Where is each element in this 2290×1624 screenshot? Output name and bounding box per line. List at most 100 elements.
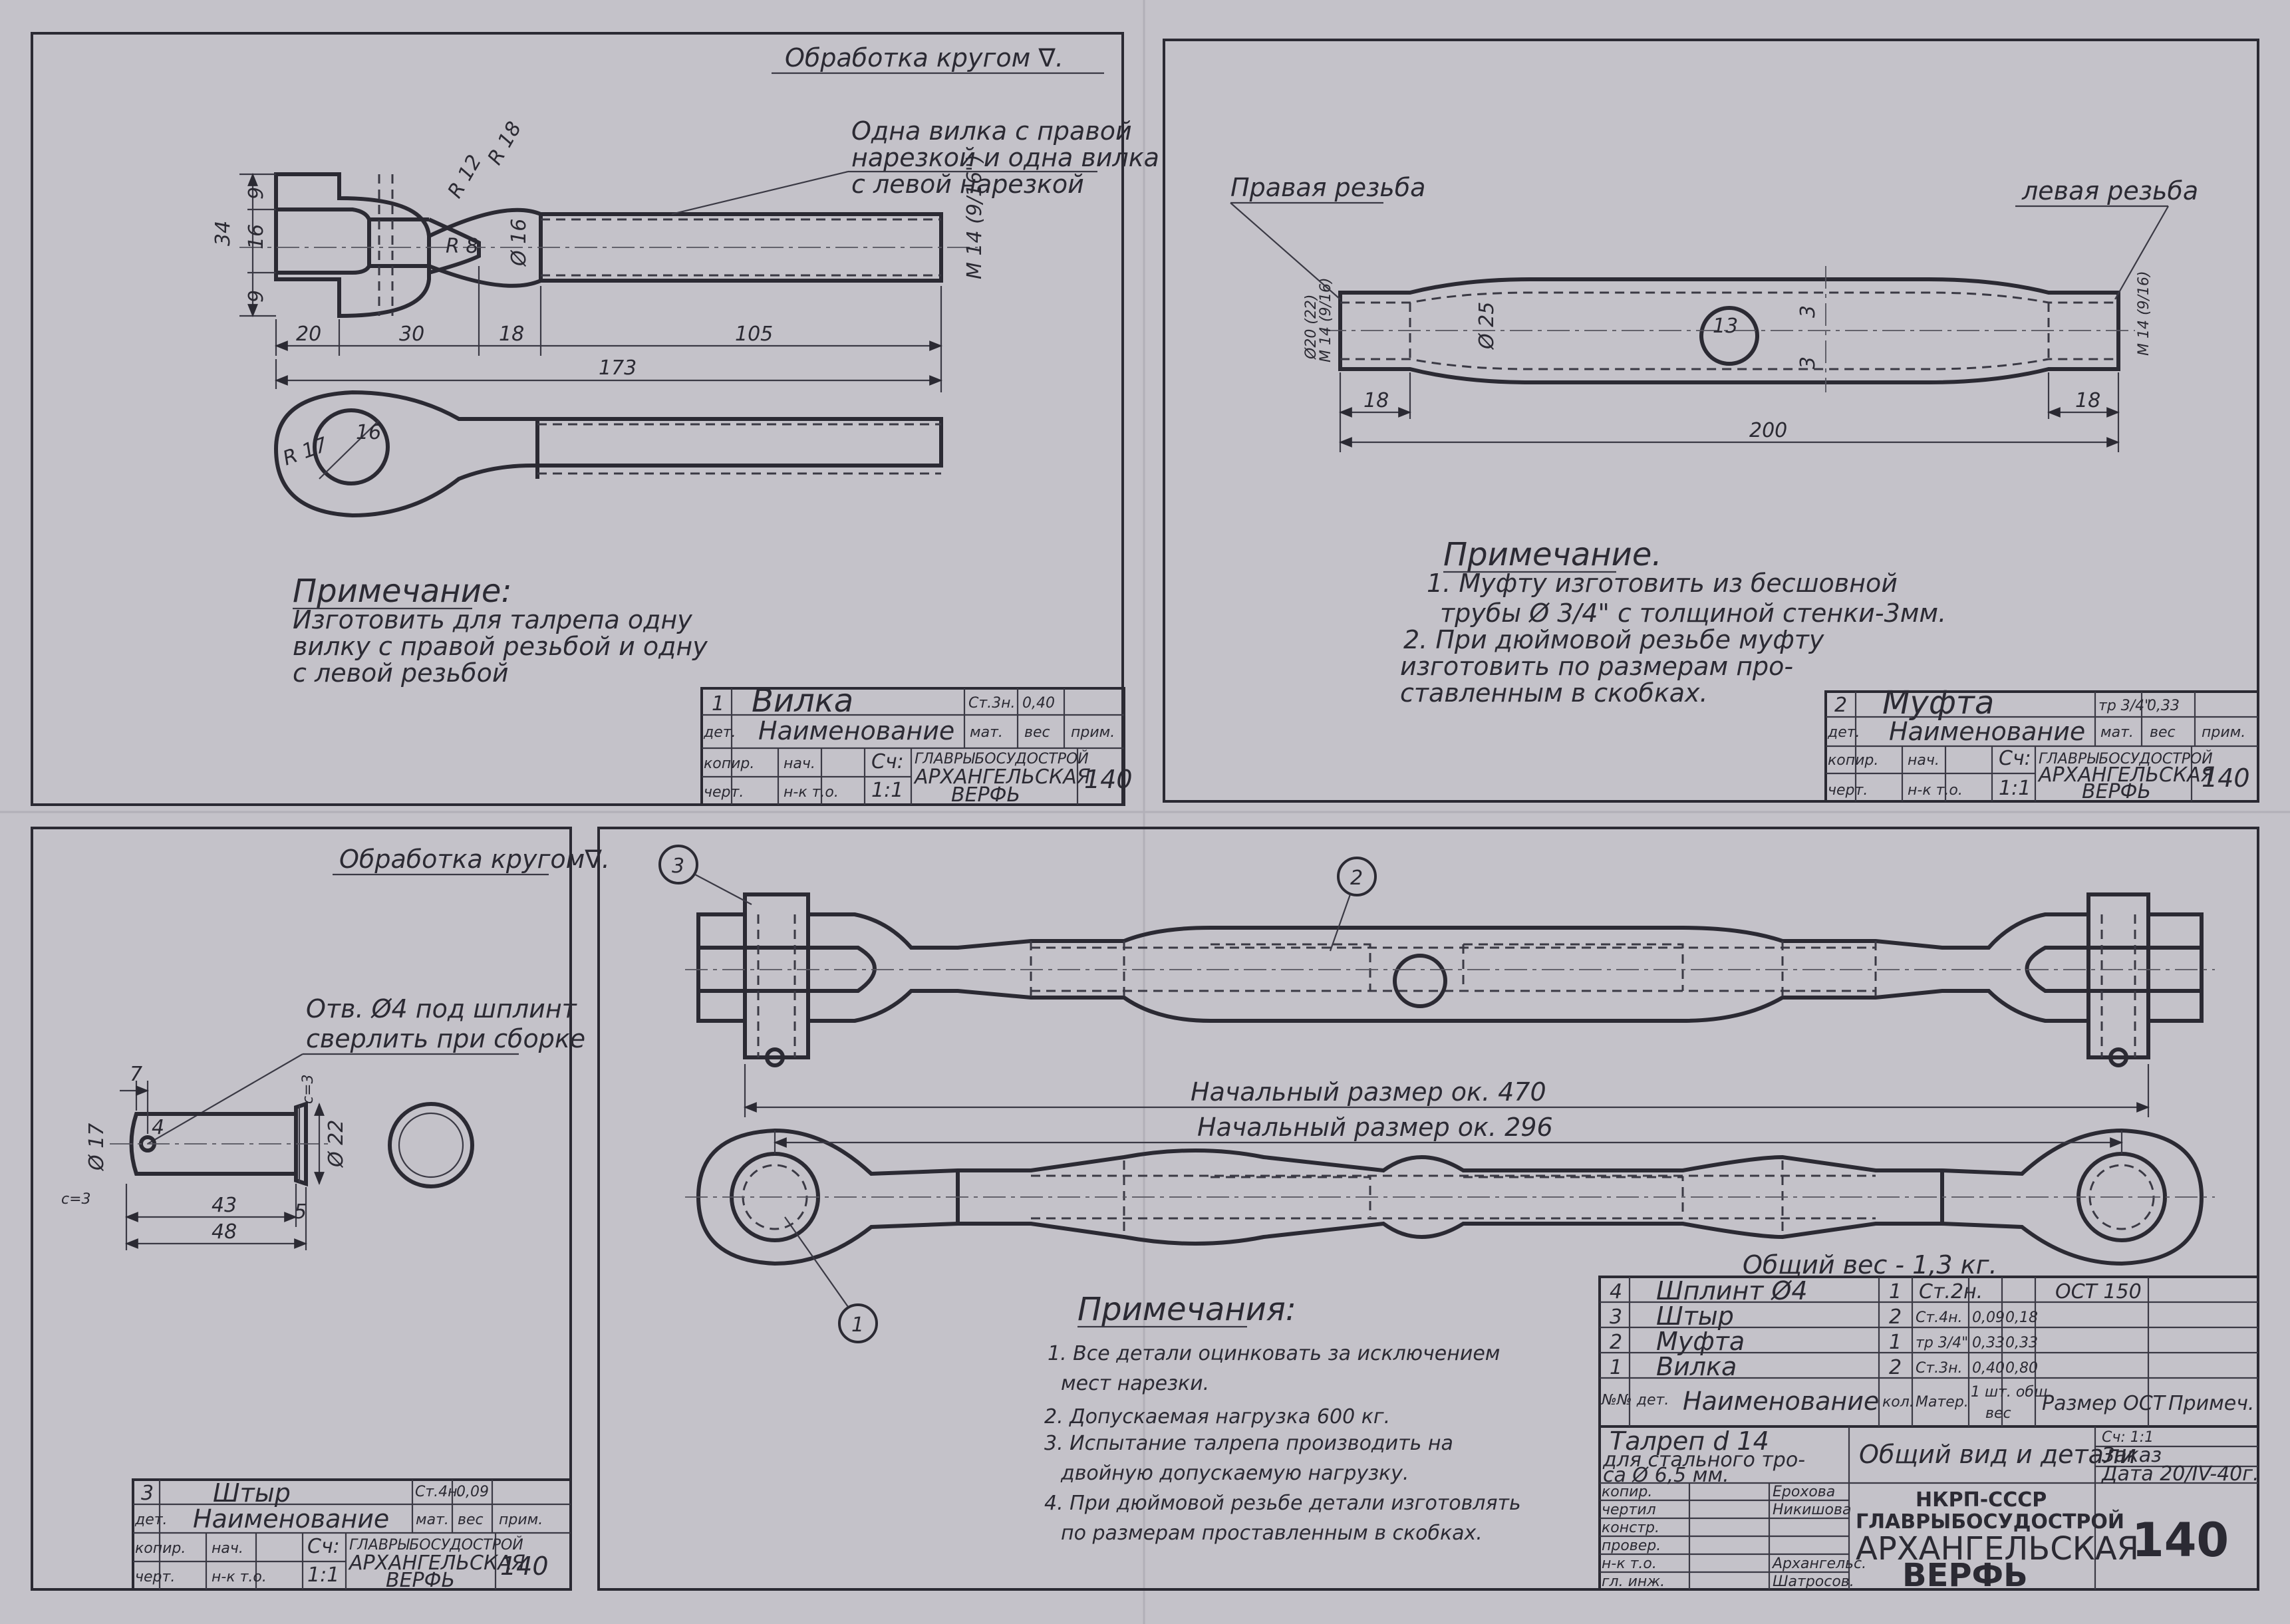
svg-text:3: 3 (1796, 305, 1820, 318)
svg-text:3: 3 (1796, 356, 1820, 369)
svg-text:ГЛАВРЫБОСУДОСТРОЙ: ГЛАВРЫБОСУДОСТРОЙ (1856, 1510, 2124, 1534)
coupling-title-block: 2 Муфта тр 3/4" 0,33 дет. Наименование м… (1824, 684, 2259, 803)
svg-text:дет.: дет. (134, 1512, 168, 1528)
svg-text:по размерам проставленным в ск: по размерам проставленным в скобках. (1061, 1522, 1483, 1545)
svg-text:левая резьба: левая резьба (2021, 176, 2198, 205)
svg-text:9: 9 (245, 187, 268, 200)
sheet-number: 140 (2132, 1513, 2229, 1567)
parts-row-2: 3 Штыр 2 Ст.4н. 0,09 0,18 (1610, 1301, 2038, 1331)
svg-text:кол.: кол. (1882, 1394, 1914, 1411)
svg-text:Ø 17: Ø 17 (85, 1123, 108, 1172)
svg-text:M 14 (9/16"): M 14 (9/16") (963, 154, 986, 279)
svg-text:Ст.3н.: Ст.3н. (968, 695, 1016, 712)
coupling-thread-labels: Правая резьба левая резьба (1230, 173, 2198, 300)
svg-text:вес: вес (458, 1512, 484, 1528)
pin-end-view (388, 1102, 474, 1188)
assembly-balloons: 3 2 1 (658, 845, 1377, 1343)
svg-text:1: 1 (1889, 1331, 1902, 1354)
svg-text:2. При дюймовой резьбе муфту: 2. При дюймовой резьбе муфту (1403, 625, 1824, 654)
svg-text:16: 16 (356, 421, 381, 444)
svg-text:Муфта: Муфта (1882, 684, 1994, 722)
svg-text:1: 1 (1889, 1280, 1902, 1303)
svg-text:173: 173 (599, 356, 637, 380)
panel-fork: Обработка кругом ∇. 34 9 16 9 R 18 R 12 … (31, 32, 1159, 807)
svg-text:0,40: 0,40 (1972, 1360, 2005, 1377)
svg-text:18: 18 (2075, 389, 2100, 412)
svg-text:1. Все детали оцинковать за ис: 1. Все детали оцинковать за исключением (1048, 1342, 1500, 1365)
svg-text:13: 13 (1713, 315, 1738, 338)
svg-text:провер.: провер. (1602, 1538, 1661, 1554)
svg-text:M 14 (9/16): M 14 (9/16) (1318, 277, 1334, 362)
svg-text:0,80: 0,80 (2005, 1360, 2038, 1377)
svg-text:R 12: R 12 (444, 151, 487, 202)
parts-header: №№ дет. Наименование кол. Матер. 1 шт. о… (1601, 1384, 2254, 1422)
svg-text:c=3: c=3 (300, 1074, 317, 1104)
svg-text:трубы Ø 3/4" с толщиной стенки: трубы Ø 3/4" с толщиной стенки-3мм. (1440, 599, 1946, 628)
fork-top-view: 34 9 16 9 R 18 R 12 R 8 Ø 16 M 14 (9/16"… (212, 118, 986, 319)
svg-text:140: 140 (1084, 765, 1133, 794)
svg-text:30: 30 (399, 323, 424, 346)
svg-text:ГЛАВРЫБОСУДОСТРОЙ: ГЛАВРЫБОСУДОСТРОЙ (2039, 750, 2213, 767)
svg-text:Примечание:: Примечание: (293, 573, 512, 610)
svg-text:нач.: нач. (784, 755, 815, 772)
svg-text:н-к т.о.: н-к т.о. (784, 784, 839, 801)
svg-text:гл. инж.: гл. инж. (1602, 1573, 1665, 1590)
svg-text:прим.: прим. (499, 1512, 543, 1528)
panel-coupling: 13 3 3 Ø 25 Ø20 (22) M 14 (9/16) M 14 (9… (1163, 39, 2259, 803)
svg-text:Штыр: Штыр (213, 1478, 291, 1508)
svg-text:ставленным в скобках.: ставленным в скобках. (1400, 678, 1708, 708)
svg-text:№№ дет.: №№ дет. (1601, 1392, 1669, 1409)
svg-text:Сч: 1:1: Сч: 1:1 (2102, 1429, 2154, 1446)
svg-text:Вилка: Вилка (752, 682, 853, 720)
svg-text:Ст.2н.: Ст.2н. (1919, 1280, 1983, 1303)
svg-text:R 18: R 18 (484, 118, 527, 169)
svg-text:Ø 22: Ø 22 (325, 1120, 348, 1168)
svg-text:Начальный размер ок. 296: Начальный размер ок. 296 (1197, 1113, 1553, 1142)
svg-text:R 17: R 17 (280, 433, 331, 470)
svg-text:0,33: 0,33 (2005, 1335, 2038, 1351)
svg-text:прим.: прим. (2202, 724, 2245, 741)
svg-text:дет.: дет. (1827, 724, 1860, 741)
fork-title-block: 1 Вилка Ст.3н. 0,40 дет. Наименование ма… (700, 682, 1133, 807)
svg-text:ВЕРФЬ: ВЕРФЬ (1902, 1557, 2028, 1594)
view-title: Общий вид и детали (1859, 1440, 2136, 1469)
parts-row-1: 4 Шплинт Ø4 1 Ст.2н. ОСТ 150 (1610, 1276, 2142, 1305)
svg-text:Муфта: Муфта (1656, 1327, 1745, 1356)
svg-text:Сч:: Сч: (871, 750, 904, 773)
svg-text:Вилка: Вилка (1656, 1352, 1737, 1381)
svg-text:н-к т.о.: н-к т.о. (1908, 782, 1963, 799)
svg-text:1:1: 1:1 (871, 779, 903, 802)
svg-text:Дата 20/IV-40г.: Дата 20/IV-40г. (2100, 1462, 2259, 1486)
panel-fork-frame (31, 32, 1124, 806)
svg-text:Ерохова: Ерохова (1773, 1484, 1835, 1500)
assembly-top-view (685, 892, 2215, 1067)
svg-text:Архангельс.: Архангельс. (1771, 1556, 1866, 1572)
svg-text:Ст.3н.: Ст.3н. (1916, 1360, 1963, 1377)
svg-text:Ø20 (22): Ø20 (22) (1303, 295, 1320, 360)
svg-text:Матер.: Матер. (1916, 1394, 1969, 1411)
svg-text:1: 1 (1610, 1356, 1622, 1379)
svg-text:Никишова: Никишова (1773, 1502, 1851, 1518)
svg-text:черт.: черт. (135, 1569, 175, 1585)
coupling-note: Примечание. 1. Муфту изготовить из бесшо… (1400, 536, 1946, 708)
fork-dimensions: 20 30 18 105 173 (275, 266, 942, 392)
svg-text:н-к т.о.: н-к т.о. (1602, 1556, 1657, 1572)
svg-text:мат.: мат. (2100, 724, 2134, 741)
svg-text:са Ø 6,5 мм.: са Ø 6,5 мм. (1603, 1464, 1729, 1487)
svg-text:1: 1 (712, 692, 724, 716)
panel-assembly: Начальный размер ок. 470 Начальный разме… (597, 827, 2259, 1594)
svg-text:ВЕРФЬ: ВЕРФЬ (2082, 780, 2151, 803)
panel-pin: Обработка кругом∇. Отв. Ø4 под шплинт св… (31, 827, 610, 1592)
svg-text:Наименование: Наименование (758, 716, 954, 745)
svg-text:3. Испытание талрепа производи: 3. Испытание талрепа производить на (1044, 1432, 1453, 1455)
svg-text:вес: вес (1985, 1405, 2011, 1422)
svg-text:АРХАНГЕЛЬСКАЯ: АРХАНГЕЛЬСКАЯ (1856, 1530, 2139, 1567)
svg-text:48: 48 (212, 1220, 237, 1244)
svg-text:3: 3 (1610, 1305, 1622, 1329)
svg-text:мат.: мат. (970, 724, 1003, 741)
svg-text:с левой резьбой: с левой резьбой (293, 658, 509, 688)
svg-text:чертил: чертил (1602, 1502, 1656, 1518)
svg-text:вилку с правой резьбой и одну: вилку с правой резьбой и одну (293, 632, 708, 661)
svg-text:констр.: констр. (1602, 1520, 1659, 1536)
svg-text:тр 3/4": тр 3/4" (1916, 1335, 1968, 1351)
